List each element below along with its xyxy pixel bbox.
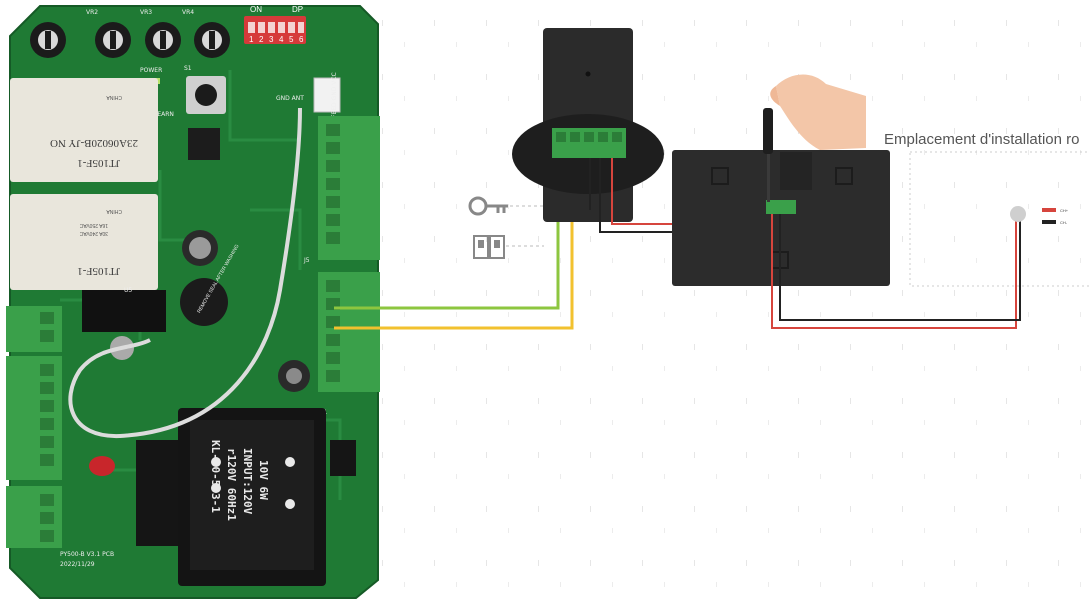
- key-icon: [468, 196, 508, 216]
- terminal-block-left-top[interactable]: [6, 306, 62, 352]
- u5-label: U5: [124, 287, 132, 294]
- voltage-regulator: [82, 290, 166, 332]
- capacitor-top: [286, 368, 302, 384]
- transformer-line3: INPUT:120V: [241, 448, 254, 515]
- gnd-ant-label: GND ANT: [276, 95, 304, 102]
- potentiometer-vr2[interactable]: [95, 22, 131, 58]
- terminal-block-right-top[interactable]: [318, 116, 380, 260]
- potentiometer-vr3[interactable]: [145, 22, 181, 58]
- relay-bottom-model: JT105F-1: [77, 265, 120, 277]
- relay-top-model: JT105F-1: [77, 157, 120, 169]
- wire-red-tag: [1042, 208, 1056, 212]
- black-wire: [779, 214, 1021, 321]
- black-connector: [136, 440, 178, 546]
- learn-label: LEARN: [154, 111, 174, 118]
- pcb-version: PY500-B V3.1 PCB: [60, 551, 114, 558]
- dip-number-3: 3: [269, 35, 274, 44]
- terminal-connector-keypad[interactable]: [552, 128, 626, 158]
- red-wire: [771, 214, 1017, 329]
- j5-label: J5: [303, 257, 310, 264]
- wire-grommet: [1010, 206, 1026, 222]
- wire-black-tag: [1042, 220, 1056, 224]
- relay-bottom-spec1: 16A 250VAC: [79, 222, 108, 228]
- keypad-icon: [473, 235, 505, 259]
- dip-number-4: 4: [279, 35, 284, 44]
- relay-top-code: 23A06020B-JY NO: [50, 137, 138, 149]
- capacitor: [182, 230, 218, 266]
- relay-bottom: 16A 250VAC 30A 240VAC CHINA JT105F-1: [10, 194, 158, 290]
- dip-number-5: 5: [289, 35, 294, 44]
- dip-switch[interactable]: [244, 16, 306, 44]
- control-board: VR2 VR3 VR4 ON DP 1 2 3 4 5 6 POWER S1 L…: [6, 5, 380, 599]
- wire-red-label: CH+: [1060, 208, 1069, 213]
- learn-button[interactable]: [186, 76, 226, 114]
- installation-title: Emplacement d'installation ro: [884, 131, 1079, 148]
- pot-label-2: VR3: [140, 9, 152, 16]
- terminal-block-left-middle[interactable]: [6, 356, 62, 480]
- s1-label: S1: [184, 65, 192, 72]
- terminal-block-left-bottom[interactable]: [6, 486, 62, 548]
- receiver-terminal[interactable]: [766, 200, 796, 214]
- pcb-date: 2022/11/29: [60, 561, 95, 568]
- potentiometer-vr4[interactable]: [194, 22, 230, 58]
- relay-top-brand: CHINA: [106, 94, 122, 100]
- transformer: KL-50-503-1 r120V 60Hz1 INPUT:120V 10V 6…: [178, 408, 326, 586]
- antenna-wire: [68, 107, 302, 439]
- pot-label-3: VR4: [182, 9, 194, 16]
- power-label: POWER: [140, 67, 162, 74]
- terminal-block-right-bottom[interactable]: [318, 272, 380, 392]
- fuse: [89, 456, 115, 476]
- microcontroller-chip: [188, 128, 220, 160]
- wire-black-label: CH-: [1060, 220, 1068, 225]
- background-grid: [380, 0, 1090, 610]
- transformer-line2: r120V 60Hz1: [225, 448, 238, 521]
- antenna-connector[interactable]: [313, 77, 341, 113]
- feed-gnd-vcc-label: FEED GND VCC: [331, 72, 338, 118]
- dip-number-6: 6: [299, 35, 304, 44]
- transformer-line1: KL-50-503-1: [209, 440, 222, 513]
- transformer-line4: 10V 6W: [257, 460, 270, 500]
- screwdriver-icon: [763, 108, 773, 202]
- dip-number-1: 1: [249, 35, 254, 44]
- installation-area: [909, 151, 1090, 287]
- potentiometer-vr1[interactable]: [30, 22, 66, 58]
- dip-dp-label: DP: [292, 5, 303, 14]
- relay-bottom-spec2: 30A 240VAC: [79, 230, 108, 236]
- pot-label-1: VR2: [86, 9, 98, 16]
- relay-bottom-brand: CHINA: [106, 208, 122, 214]
- hand-icon: [770, 74, 866, 150]
- small-connector: [330, 440, 356, 476]
- relay-top: 23A06020B-JY NO JT105F-1 CHINA: [10, 78, 158, 182]
- dip-on-label: ON: [250, 5, 262, 14]
- dip-number-2: 2: [259, 35, 264, 44]
